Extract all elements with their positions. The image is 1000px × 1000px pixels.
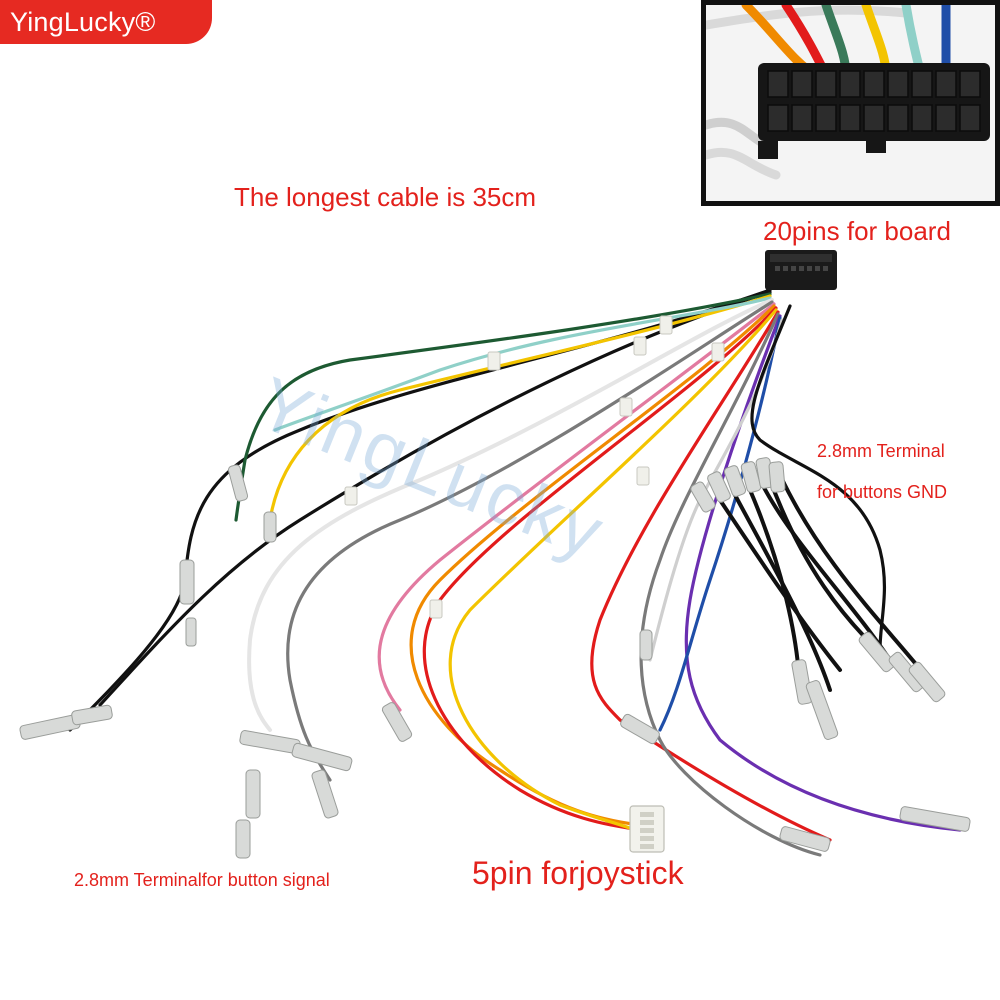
label-gnd-terminal-line2: for buttons GND	[817, 482, 948, 502]
brand-name: YingLucky®	[10, 6, 156, 37]
label-joystick-connector: 5pin forjoystick	[472, 855, 684, 891]
joystick-connector-5pin	[629, 805, 665, 853]
label-board-connector: 20pins for board	[763, 216, 951, 246]
label-gnd-terminal-line1: 2.8mm Terminal	[817, 441, 945, 461]
connector-closeup-inset	[701, 0, 1000, 206]
brand-logo: YingLucky®	[0, 0, 212, 44]
label-longest-cable: The longest cable is 35cm	[234, 182, 537, 212]
label-button-signal: 2.8mm Terminalfor button signal	[74, 870, 330, 890]
board-connector-20pin	[765, 250, 837, 290]
